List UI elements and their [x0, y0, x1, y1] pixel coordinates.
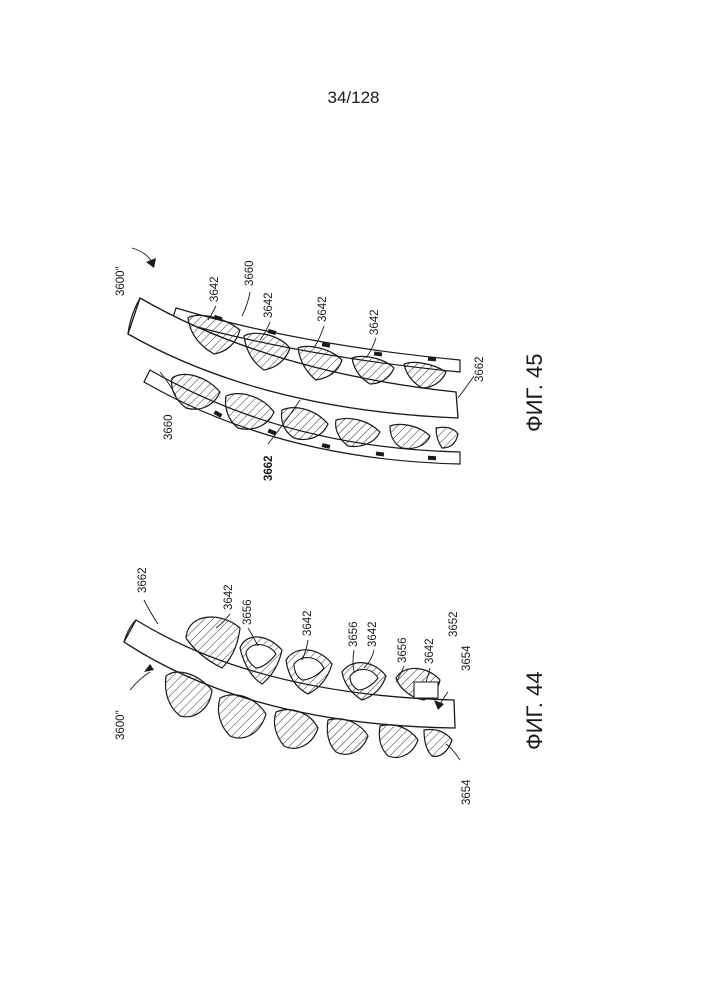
- figure-45-caption: ФИГ. 45: [522, 354, 547, 432]
- label-3642: 3642: [369, 309, 381, 335]
- label-3642: 3642: [367, 621, 379, 647]
- label-3600: 3600″: [115, 710, 127, 740]
- label-3642: 3642: [263, 292, 275, 318]
- label-3656: 3656: [348, 621, 360, 647]
- label-3652: 3652: [448, 611, 460, 637]
- figure-45: 3600″ 3642 3660 3642 3642 3642 3662 3660…: [115, 248, 547, 481]
- label-3660: 3660: [163, 414, 175, 440]
- label-3642: 3642: [223, 584, 235, 610]
- label-3642: 3642: [209, 276, 221, 302]
- label-3660: 3660: [244, 260, 256, 286]
- label-3662: 3662: [474, 356, 486, 382]
- figure-44-caption: ФИГ. 44: [522, 672, 547, 750]
- label-3656: 3656: [242, 599, 254, 625]
- arrow-icon: [144, 664, 154, 672]
- label-3656: 3656: [397, 637, 409, 663]
- label-3662: 3662: [137, 567, 149, 593]
- arrow-icon: [146, 258, 156, 268]
- label-3654: 3654: [461, 779, 473, 805]
- label-3600: 3600″: [115, 266, 127, 296]
- label-3642: 3642: [424, 638, 436, 664]
- fig45-arrowheads: [146, 258, 156, 268]
- label-3654: 3654: [461, 645, 473, 671]
- label-3642: 3642: [302, 610, 314, 636]
- label-3662: 3662: [263, 455, 275, 481]
- label-3642: 3642: [317, 296, 329, 322]
- figure-44: 3662 3642 3656 3642 3656 3642 3656 3642 …: [115, 567, 547, 805]
